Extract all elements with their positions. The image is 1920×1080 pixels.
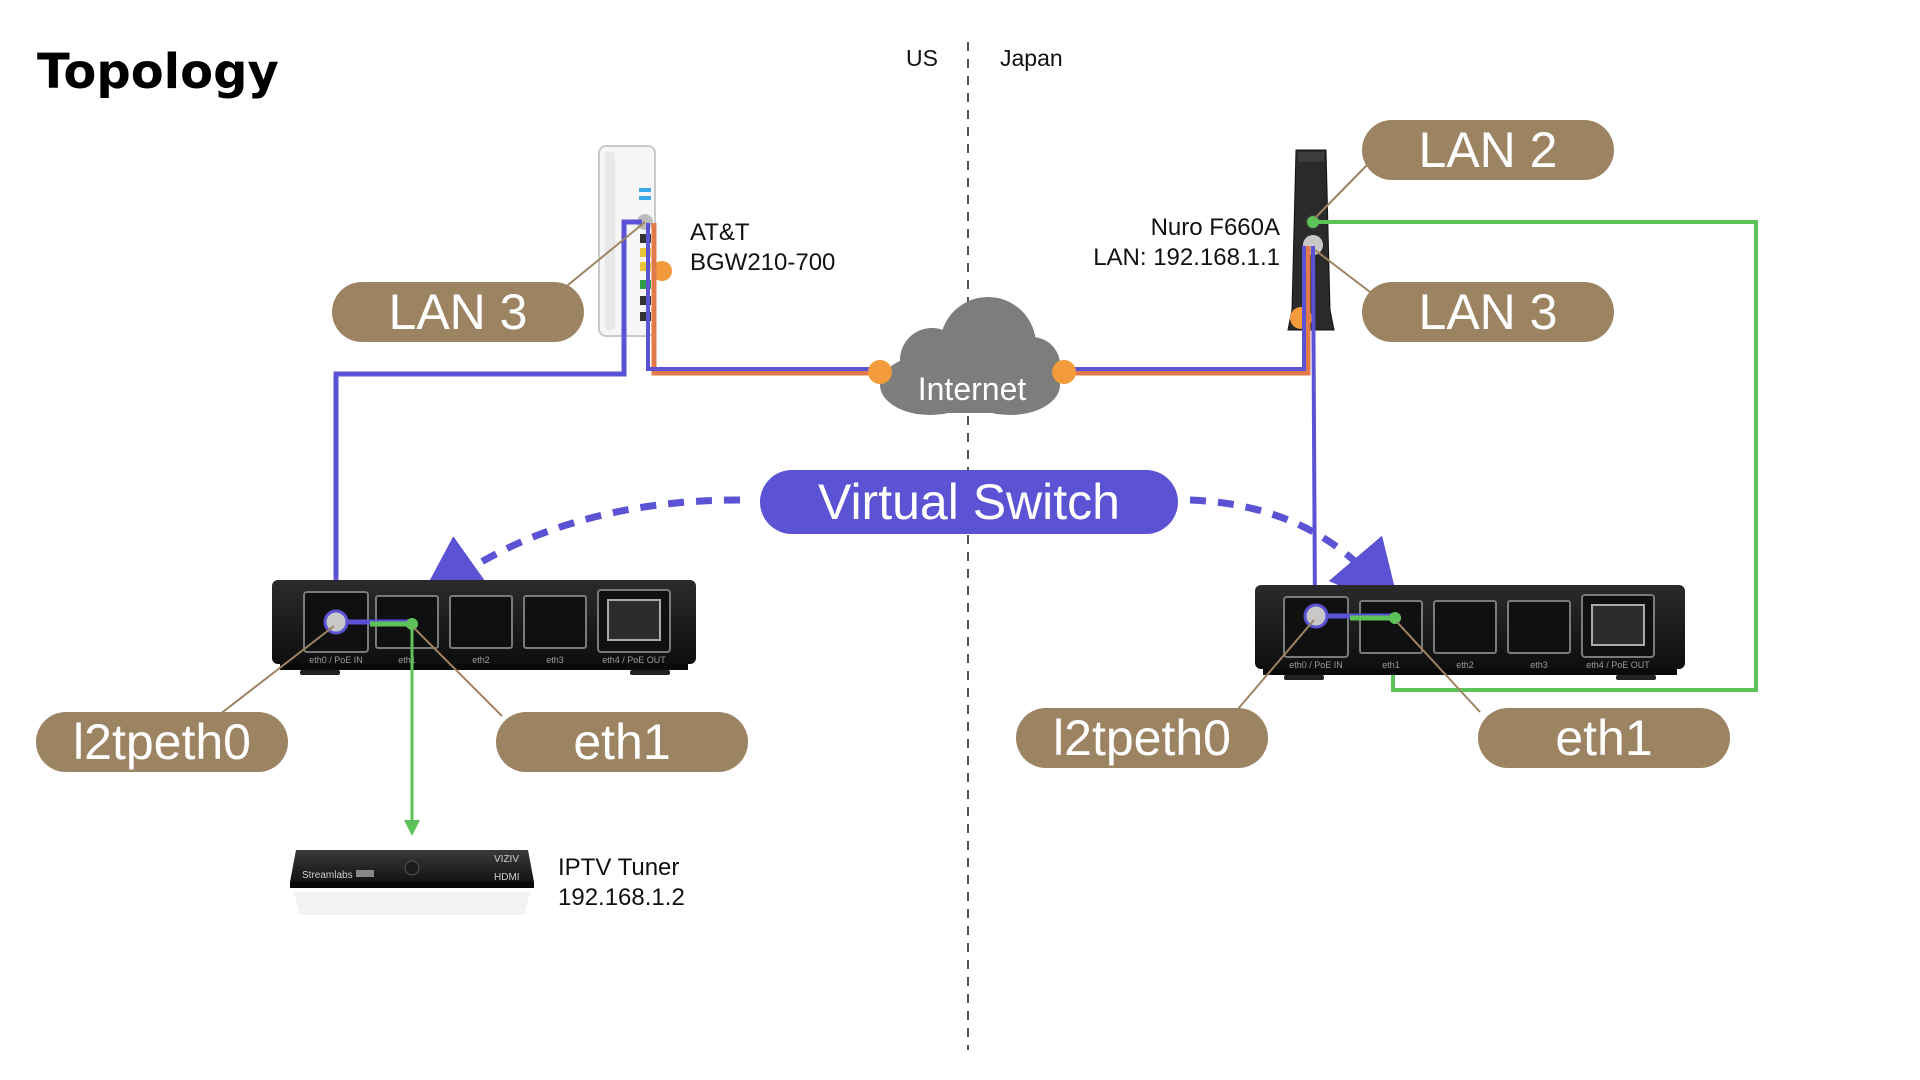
att-gateway-device [598,145,672,337]
jp-port-label-eth2: eth2 [1456,660,1474,670]
jp-eth1-pill [1478,708,1730,768]
jp-port-label-eth4: eth4 / PoE OUT [1586,660,1650,670]
jp-l2tpeth0-port-dot [1303,603,1329,629]
jp-eth1-label: eth1 [1555,710,1652,766]
att-gateway-name: AT&T [690,219,750,246]
us-port-label-eth0: eth0 / PoE IN [309,655,363,665]
us-port-label-eth1: eth1 [398,655,416,665]
jp-lan2-label: LAN 2 [1419,122,1558,178]
virtual-switch-pill [760,470,1178,534]
jp-port-label-eth1: eth1 [1382,660,1400,670]
jp-eth1-port-dot [1389,612,1401,624]
region-us-label: US [906,45,938,71]
att-wan-port-dot [652,261,672,281]
us-eth1-leader [413,627,503,717]
region-japan-label: Japan [1000,45,1063,71]
us-l2tpeth0-label: l2tpeth0 [73,714,251,770]
internet-left-port-dot [868,360,892,384]
jp-lan3-pill [1362,282,1614,342]
nuro-gateway-name: Nuro F660A [1151,214,1280,241]
jp-lan2-pill [1362,120,1614,180]
us-lan3-pill [332,282,584,342]
jp-eth1-leader [1396,621,1481,713]
virtual-switch-arrow-us [416,496,741,606]
jp-lan3-label: LAN 3 [1419,284,1558,340]
nuro-gateway-lan-address: LAN: 192.168.1.1 [1093,244,1280,271]
iptv-brand-text: Streamlabs [302,870,353,881]
jp-port-label-eth0: eth0 / PoE IN [1289,660,1343,670]
us-tunnel-wan-line [646,223,880,371]
page-title: Topology [37,44,279,100]
jp-wan-link-line [1064,246,1311,376]
us-l2tp-leader [214,625,335,719]
jp-l2tp-leader [1231,619,1315,717]
jp-l2tpeth0-pill [1016,708,1268,768]
us-tunnel-to-l2tpeth0-line [333,219,642,620]
us-lan3-label: LAN 3 [389,284,528,340]
jp-lan2-leader [1314,161,1371,219]
iptv-tuner-name: IPTV Tuner [558,854,679,881]
jp-tunnel-wan-line [1064,246,1306,371]
virtual-switch-arrow-jp [1189,496,1401,612]
jp-edgerouter-device [1255,585,1685,680]
us-edgerouter-device [272,580,696,675]
us-port-label-eth4: eth4 / PoE OUT [602,655,666,665]
virtual-switch-label: Virtual Switch [818,474,1120,530]
jp-tunnel-to-l2tpeth0-line [1311,245,1317,615]
us-eth1-label: eth1 [573,714,670,770]
us-iptv-arrow-head [404,820,420,836]
us-l2tpeth0-pill [36,712,288,772]
nuro-gateway-device [1287,149,1335,331]
us-port-label-eth3: eth3 [546,655,564,665]
internet-cloud-icon [880,297,1060,415]
att-gateway-model: BGW210-700 [690,249,835,276]
jp-l2tpeth0-label: l2tpeth0 [1053,710,1231,766]
us-wan-link-line [651,223,880,376]
iptv-badge-text: VIZIV [494,854,519,865]
us-lan3-leader [556,221,646,295]
us-port-label-eth2: eth2 [472,655,490,665]
iptv-tuner-address: 192.168.1.2 [558,884,685,911]
jp-lan3-leader [1314,249,1371,293]
internet-label: Internet [918,371,1027,407]
us-eth1-pill [496,712,748,772]
iptv-tuner-device [290,850,534,915]
internet-right-port-dot [1052,360,1076,384]
jp-port-label-eth3: eth3 [1530,660,1548,670]
iptv-hdmi-text: HDMI [494,872,520,883]
